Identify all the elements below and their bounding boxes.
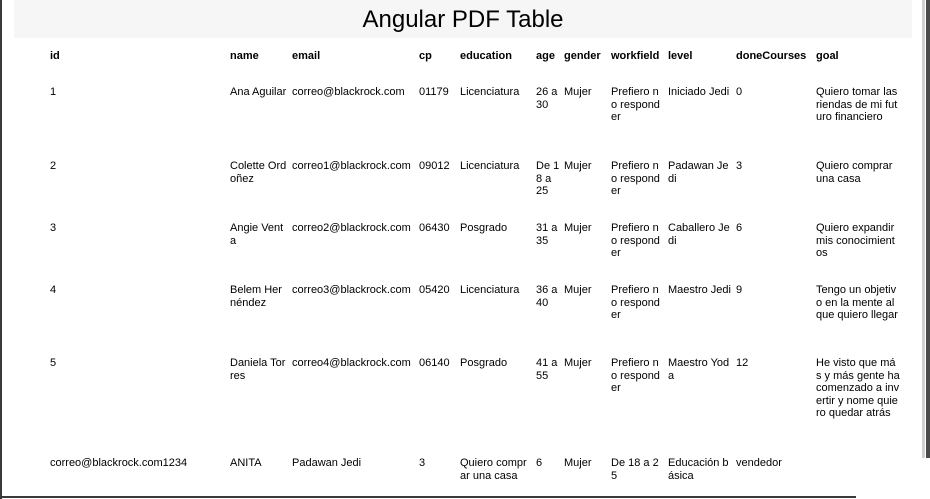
table-cell-level: Maestro Jedi [668,284,731,296]
column-header-cp: cp [419,50,432,62]
table-cell-goal: Quiero tomar las riendas de mi futuro fi… [816,86,898,123]
table-cell-education: Posgrado [460,222,508,234]
column-header-name: name [230,50,259,62]
column-header-id: id [50,50,60,62]
table-cell-workfield: Prefiero no responder [611,222,660,259]
table-cell-workfield: Prefiero no responder [611,160,660,197]
table-cell-age: 41 a 55 [536,357,558,382]
table-cell-cp: 3 [419,457,426,469]
column-header-donecourses: doneCourses [736,50,807,62]
table-cell-level: Caballero Jedi [668,222,730,247]
page-edge-left [0,0,2,499]
table-cell-age: De 18 a 25 [536,160,560,197]
table-cell-gender: Mujer [564,160,592,172]
table-cell-cp: 09012 [419,160,450,172]
table-cell-email: correo1@blackrock.com [292,160,411,172]
table-cell-name: ANITA [230,457,262,469]
table-cell-level: Padawan Jedi [668,160,729,185]
column-header-gender: gender [564,50,601,62]
page-edge-right [926,0,930,458]
table-cell-name: Daniela Torres [230,357,286,382]
table-cell-education: Posgrado [460,357,508,369]
table-cell-name: Ana Aguilar [230,86,287,98]
page-edge-bottom [0,496,856,498]
table-cell-education: Licenciatura [460,160,520,172]
table-cell-level: Educación básica [668,457,729,482]
table-cell-email: correo4@blackrock.com [292,357,411,369]
column-header-workfield: workfield [611,50,660,62]
table-cell-donecourses: 12 [736,357,749,369]
table-cell-email: correo2@blackrock.com [292,222,411,234]
table-cell-workfield: Prefiero no responder [611,284,660,321]
table-cell-age: 31 a 35 [536,222,558,247]
table-cell-donecourses: 6 [736,222,743,234]
column-header-goal: goal [816,50,839,62]
table-cell-gender: Mujer [564,284,592,296]
table-cell-donecourses: vendedor [736,457,782,469]
title-band: Angular PDF Table [14,0,912,38]
table-cell-name: Colette Ordoñez [230,160,287,185]
table-cell-education: Quiero comprar una casa [460,457,527,482]
column-header-age: age [536,50,555,62]
table-cell-workfield: De 18 a 25 [611,457,659,482]
table-cell-education: Licenciatura [460,86,520,98]
table-cell-age: 26 a 30 [536,86,558,111]
table-cell-gender: Mujer [564,357,592,369]
table-cell-education: Licenciatura [460,284,520,296]
table-cell-name: Angie Venta [230,222,284,247]
column-header-level: level [668,50,693,62]
table-cell-name: Belem Hernéndez [230,284,282,309]
page-edge-right-shadow [922,0,925,458]
table-cell-age: 36 a 40 [536,284,558,309]
table-cell-cp: 06140 [419,357,450,369]
table-cell-id: 2 [50,160,57,172]
table-cell-cp: 01179 [419,86,449,98]
table-cell-goal: Quiero comprar una casa [816,160,893,185]
column-header-education: education [460,50,512,62]
table-cell-gender: Mujer [564,457,592,469]
table-cell-email: correo@blackrock.com [292,86,405,98]
table-cell-id: 4 [50,284,57,296]
table-cell-gender: Mujer [564,222,592,234]
table-cell-donecourses: 3 [736,160,743,172]
table-cell-goal: Quiero expandir mis conocimientos [816,222,895,259]
table-cell-level: Iniciado Jedi [668,86,730,98]
column-header-email: email [292,50,321,62]
page-title: Angular PDF Table [362,6,564,33]
table-cell-goal: He visto que más y más gente ha comenzad… [816,357,900,419]
table-cell-cp: 05420 [419,284,450,296]
table-cell-id: 5 [50,357,57,369]
table-cell-goal: Tengo un objetivo en la mente al que qui… [816,284,898,321]
table-cell-level: Maestro Yoda [668,357,730,382]
table-cell-donecourses: 9 [736,284,743,296]
table-cell-gender: Mujer [564,86,592,98]
table-cell-id: 1 [50,86,57,98]
table-cell-id: correo@blackrock.com1234 [50,457,188,469]
table-cell-workfield: Prefiero no responder [611,86,660,123]
table-cell-email: Padawan Jedi [292,457,362,469]
table-cell-cp: 06430 [419,222,450,234]
table-cell-donecourses: 0 [736,86,743,98]
table-cell-id: 3 [50,222,57,234]
table-cell-email: correo3@blackrock.com [292,284,411,296]
table-cell-workfield: Prefiero no responder [611,357,660,394]
table-cell-age: 6 [536,457,543,469]
